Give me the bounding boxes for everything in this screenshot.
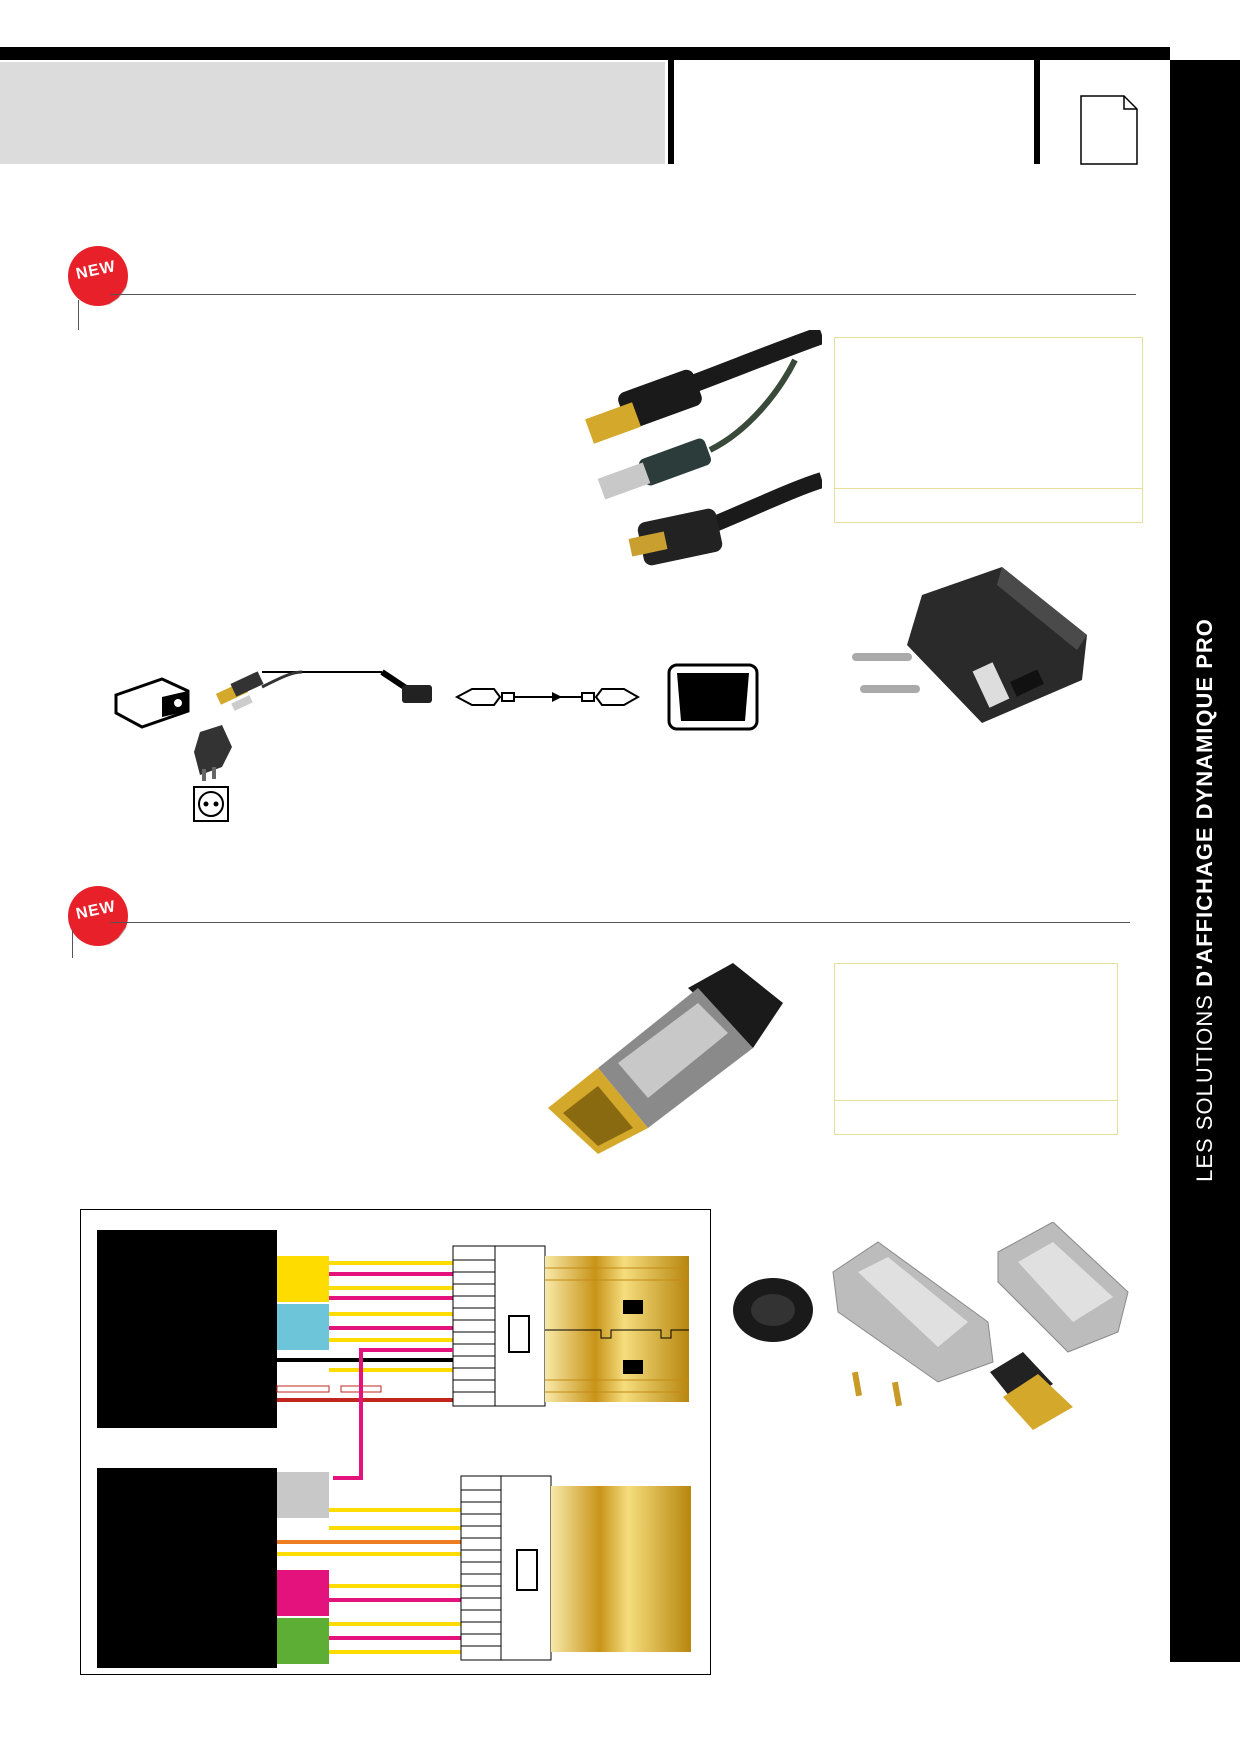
wire-pair-green — [277, 1618, 329, 1664]
wiring-diagram — [80, 1209, 711, 1675]
wiring-diagram-svg — [97, 1230, 691, 1668]
spec-box-divider — [835, 488, 1142, 489]
header-divider-left — [668, 60, 674, 164]
wall-socket-icon — [193, 786, 229, 822]
section-title-box — [0, 62, 665, 164]
spec-box-divider — [835, 1100, 1117, 1101]
spec-box-2 — [834, 963, 1118, 1135]
hdmi-plug-icon — [215, 671, 264, 711]
section-tick — [78, 300, 79, 330]
wire-pair-cyan — [277, 1304, 329, 1350]
top-rule — [0, 47, 1170, 60]
monitor-icon — [667, 663, 759, 731]
document-icon — [1080, 95, 1138, 165]
rubber-boot — [733, 1278, 813, 1342]
cable-sheath-top — [97, 1230, 277, 1428]
usb-power-adapter-photo — [852, 567, 1087, 723]
hdmi-cable-icon — [454, 688, 641, 706]
wire-pair-magenta — [277, 1570, 329, 1616]
category-label-area — [680, 80, 1030, 150]
hdmi-cable-photo — [585, 330, 822, 566]
gold-plug-bottom — [551, 1486, 691, 1652]
hdmi-connector-photo — [548, 963, 783, 1154]
header-divider-right — [1034, 60, 1040, 164]
connector-parts-photo — [733, 1222, 1129, 1430]
sidebar-title: LES SOLUTIONS D'AFFICHAGE DYNAMIQUE PRO — [1192, 618, 1217, 1182]
sidebar — [1170, 60, 1240, 1662]
new-badge-icon — [68, 246, 128, 306]
section-rule — [110, 294, 1136, 295]
section-rule — [110, 922, 1130, 923]
wire-pair-grey — [277, 1472, 329, 1518]
power-adapter-icon — [194, 725, 232, 781]
connection-diagram — [114, 663, 759, 822]
cable-sheath-bottom — [97, 1468, 277, 1668]
new-badge-icon — [68, 886, 128, 946]
wire-pair-yellow — [277, 1256, 329, 1302]
projector-icon — [114, 677, 190, 729]
spec-box-1 — [834, 337, 1143, 523]
section-tick — [72, 930, 73, 958]
